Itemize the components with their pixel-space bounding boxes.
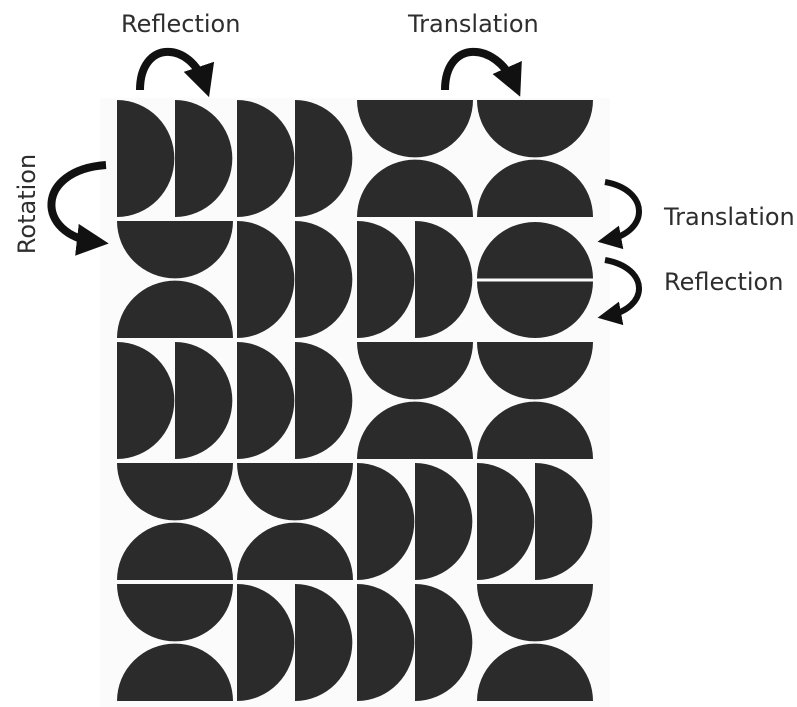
half-circle-shape [357,221,415,339]
reflection-arrow-right [597,257,642,326]
half-circle-shape [357,584,415,701]
half-circle-shape [295,100,353,217]
translation-label-top: Translation [408,10,539,38]
half-circle-shape [477,159,593,217]
half-circle-shape [415,221,473,339]
translation-arrow-top [441,47,522,97]
half-circle-shape [295,221,353,339]
half-circle-shape [477,463,535,580]
reflection-arrow-top [136,47,215,98]
rotation-arrow-left [47,161,109,256]
half-circle-shape [117,221,233,279]
translation-arrow-right [597,179,642,250]
half-circle-shape [477,584,593,642]
half-circle-shape [477,342,593,400]
half-circle-shape [175,342,233,460]
half-circle-shape [477,643,593,701]
half-circle-shape [117,584,233,642]
half-circle-shape [237,584,295,701]
half-circle-shape [357,100,473,158]
half-circle-shape [117,342,175,460]
half-circle-shape [117,280,233,338]
translation-label-right: Translation [664,203,795,231]
half-circle-shape [357,463,415,580]
half-circle-shape [295,584,353,701]
half-circle-shape [357,342,473,400]
half-circle-shape [535,463,593,580]
half-circle-shape [415,463,473,580]
half-circle-shape [477,281,593,338]
half-circle-shape [357,159,473,217]
reflection-label-right: Reflection [664,268,784,296]
half-circle-shape [237,463,353,521]
half-circle-shape [175,100,233,217]
half-circle-shape [295,342,353,460]
half-circle-shape [117,463,233,521]
tile-grid [117,100,593,701]
half-circle-shape [357,401,473,459]
half-circle-shape [237,342,295,460]
reflection-label-top: Reflection [121,10,241,38]
half-circle-shape [117,522,233,580]
half-circle-shape [477,100,593,158]
half-circle-shape [477,222,593,279]
half-circle-shape [117,100,175,217]
half-circle-shape [415,584,473,701]
half-circle-shape [237,100,295,217]
half-circle-shape [237,221,295,339]
half-circle-shape [117,643,233,701]
half-circle-shape [237,522,353,580]
half-circle-shape [477,401,593,459]
